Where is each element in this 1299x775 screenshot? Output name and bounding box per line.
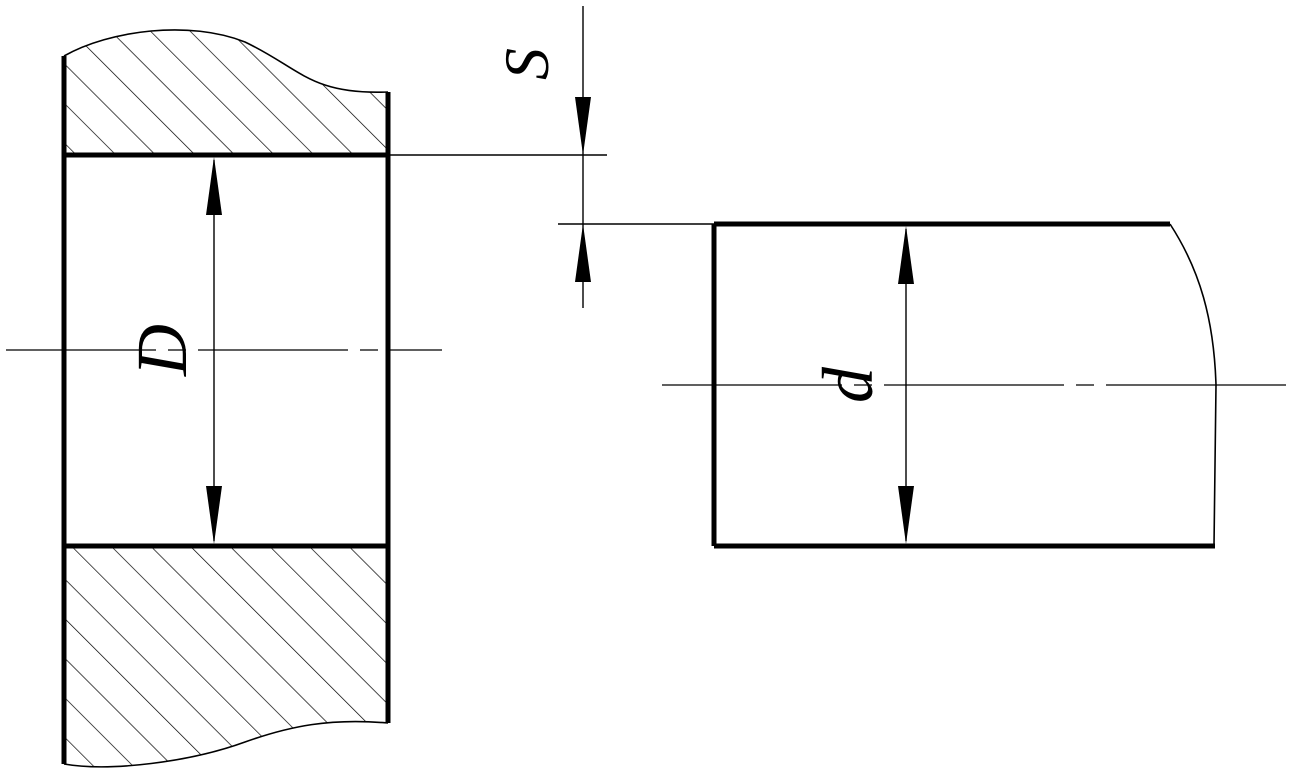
shaft-arrow-bottom (898, 486, 914, 544)
bore-arrow-bottom (206, 486, 222, 544)
top-break-line (63, 29, 389, 93)
shaft-part: d (662, 221, 1294, 549)
clearance-label: S (491, 48, 562, 80)
clearance-arrow-bottom (575, 224, 591, 282)
shaft-arrow-top (898, 226, 914, 284)
shaft-diameter-label: d (808, 366, 888, 403)
bore-arrow-top (206, 157, 222, 215)
clearance-dimension: S (388, 6, 714, 308)
hole-part: D (6, 29, 442, 768)
bottom-break-line (63, 720, 389, 768)
clearance-arrow-top (575, 97, 591, 155)
bottom-wall-hatch (64, 546, 388, 767)
bore-diameter-label: D (122, 324, 202, 377)
shaft-break-line (1169, 223, 1217, 547)
